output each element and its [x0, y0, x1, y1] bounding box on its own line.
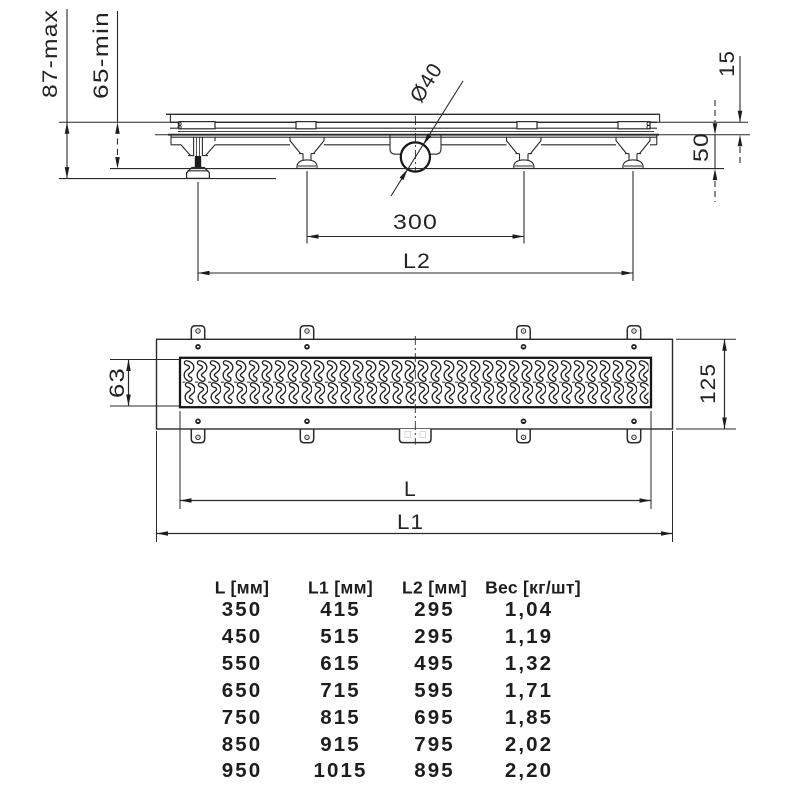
table-header-col4: Вес [кг/шт]: [485, 577, 581, 597]
table-cell-r7c3: 895: [414, 759, 455, 783]
top-view: [110, 325, 736, 542]
table-cell-r3c4: 1,32: [504, 652, 554, 675]
ball-foot: [289, 137, 325, 169]
dim-63: [110, 359, 180, 407]
table-cell-r7c1: 950: [221, 759, 263, 783]
side-view: [59, 9, 750, 281]
dim-label-65-min: 65-min: [90, 11, 113, 99]
ground-lines: [59, 168, 724, 180]
dim-L1: [156, 431, 673, 542]
table-cell-r7c4: 2,20: [504, 759, 554, 783]
table-cell-r2c3: 295: [414, 625, 455, 649]
table-cell-r2c2: 515: [320, 625, 361, 649]
table-cell-r1c4: 1,04: [504, 598, 554, 622]
table-cell-r6c2: 915: [320, 732, 361, 756]
tab-holes: [195, 328, 637, 440]
top-view-tabs-top: [190, 325, 642, 340]
table-cell-r5c4: 1,85: [504, 705, 554, 729]
side-view-adjustable-foot: [180, 137, 216, 179]
table-cell-r2c1: 450: [221, 625, 263, 649]
table-cell-r6c4: 2,02: [504, 732, 554, 756]
dim-L2: [197, 171, 634, 281]
dim-label-15: 15: [716, 50, 739, 77]
table-cell-r1c2: 415: [320, 598, 361, 622]
table-cell-r5c3: 695: [414, 705, 455, 729]
table-cell-r4c4: 1,71: [504, 678, 554, 702]
table-cell-r6c3: 795: [414, 732, 455, 756]
dim-label-L2: L2: [403, 250, 431, 273]
dim-label-300: 300: [393, 211, 438, 234]
dim-label-L: L: [404, 478, 417, 501]
flange-screws: [195, 344, 637, 425]
dim-300: [306, 171, 525, 244]
table-cell-r1c1: 350: [221, 598, 263, 622]
table-cell-r4c2: 715: [320, 678, 361, 702]
dim-label-50: 50: [690, 132, 713, 162]
table-cell-r5c2: 815: [320, 705, 361, 729]
table-cell-r7c2: 1015: [313, 759, 368, 783]
table-cell-r6c1: 850: [221, 732, 263, 756]
ball-foot: [505, 137, 542, 169]
table-cell-r5c1: 750: [221, 705, 263, 729]
leader-diameter: [390, 80, 464, 197]
table-cell-r4c3: 595: [414, 678, 455, 702]
dim-15: [737, 56, 743, 163]
table-cell-r3c2: 615: [320, 652, 361, 675]
table-cell-r3c3: 495: [414, 652, 455, 675]
dim-50: [712, 100, 718, 202]
table-header-col2: L1 [мм]: [308, 577, 373, 597]
table-header-col1: L [мм]: [214, 577, 270, 597]
dim-label-diameter: Ø40: [406, 59, 448, 107]
technical-drawing: 87-max 65-min 15 50 300 L2 Ø40: [39, 9, 750, 542]
side-view-channel-body: [59, 113, 750, 146]
dim-label-63: 63: [106, 367, 129, 398]
dim-87-max: [64, 9, 70, 179]
table-cell-r3c1: 550: [221, 652, 263, 675]
table-cell-r1c3: 295: [414, 598, 455, 622]
table-cell-r4c1: 650: [221, 678, 263, 702]
table-header-col3: L2 [мм]: [402, 577, 467, 597]
dim-125: [676, 338, 736, 430]
size-table: L [мм] L1 [мм] L2 [мм] Вес [кг/шт] 350 415 295…: [0, 560, 800, 800]
dim-65-min: [115, 11, 120, 169]
dim-L: [179, 411, 652, 509]
table-cell-r2c4: 1,19: [504, 625, 554, 649]
side-view-ball-feet: [289, 137, 651, 169]
top-view-tabs-bottom: [190, 429, 642, 444]
dim-label-L1: L1: [397, 511, 424, 534]
dim-label-87-max: 87-max: [39, 9, 62, 98]
dim-label-125: 125: [697, 363, 720, 404]
ball-foot: [615, 137, 651, 169]
